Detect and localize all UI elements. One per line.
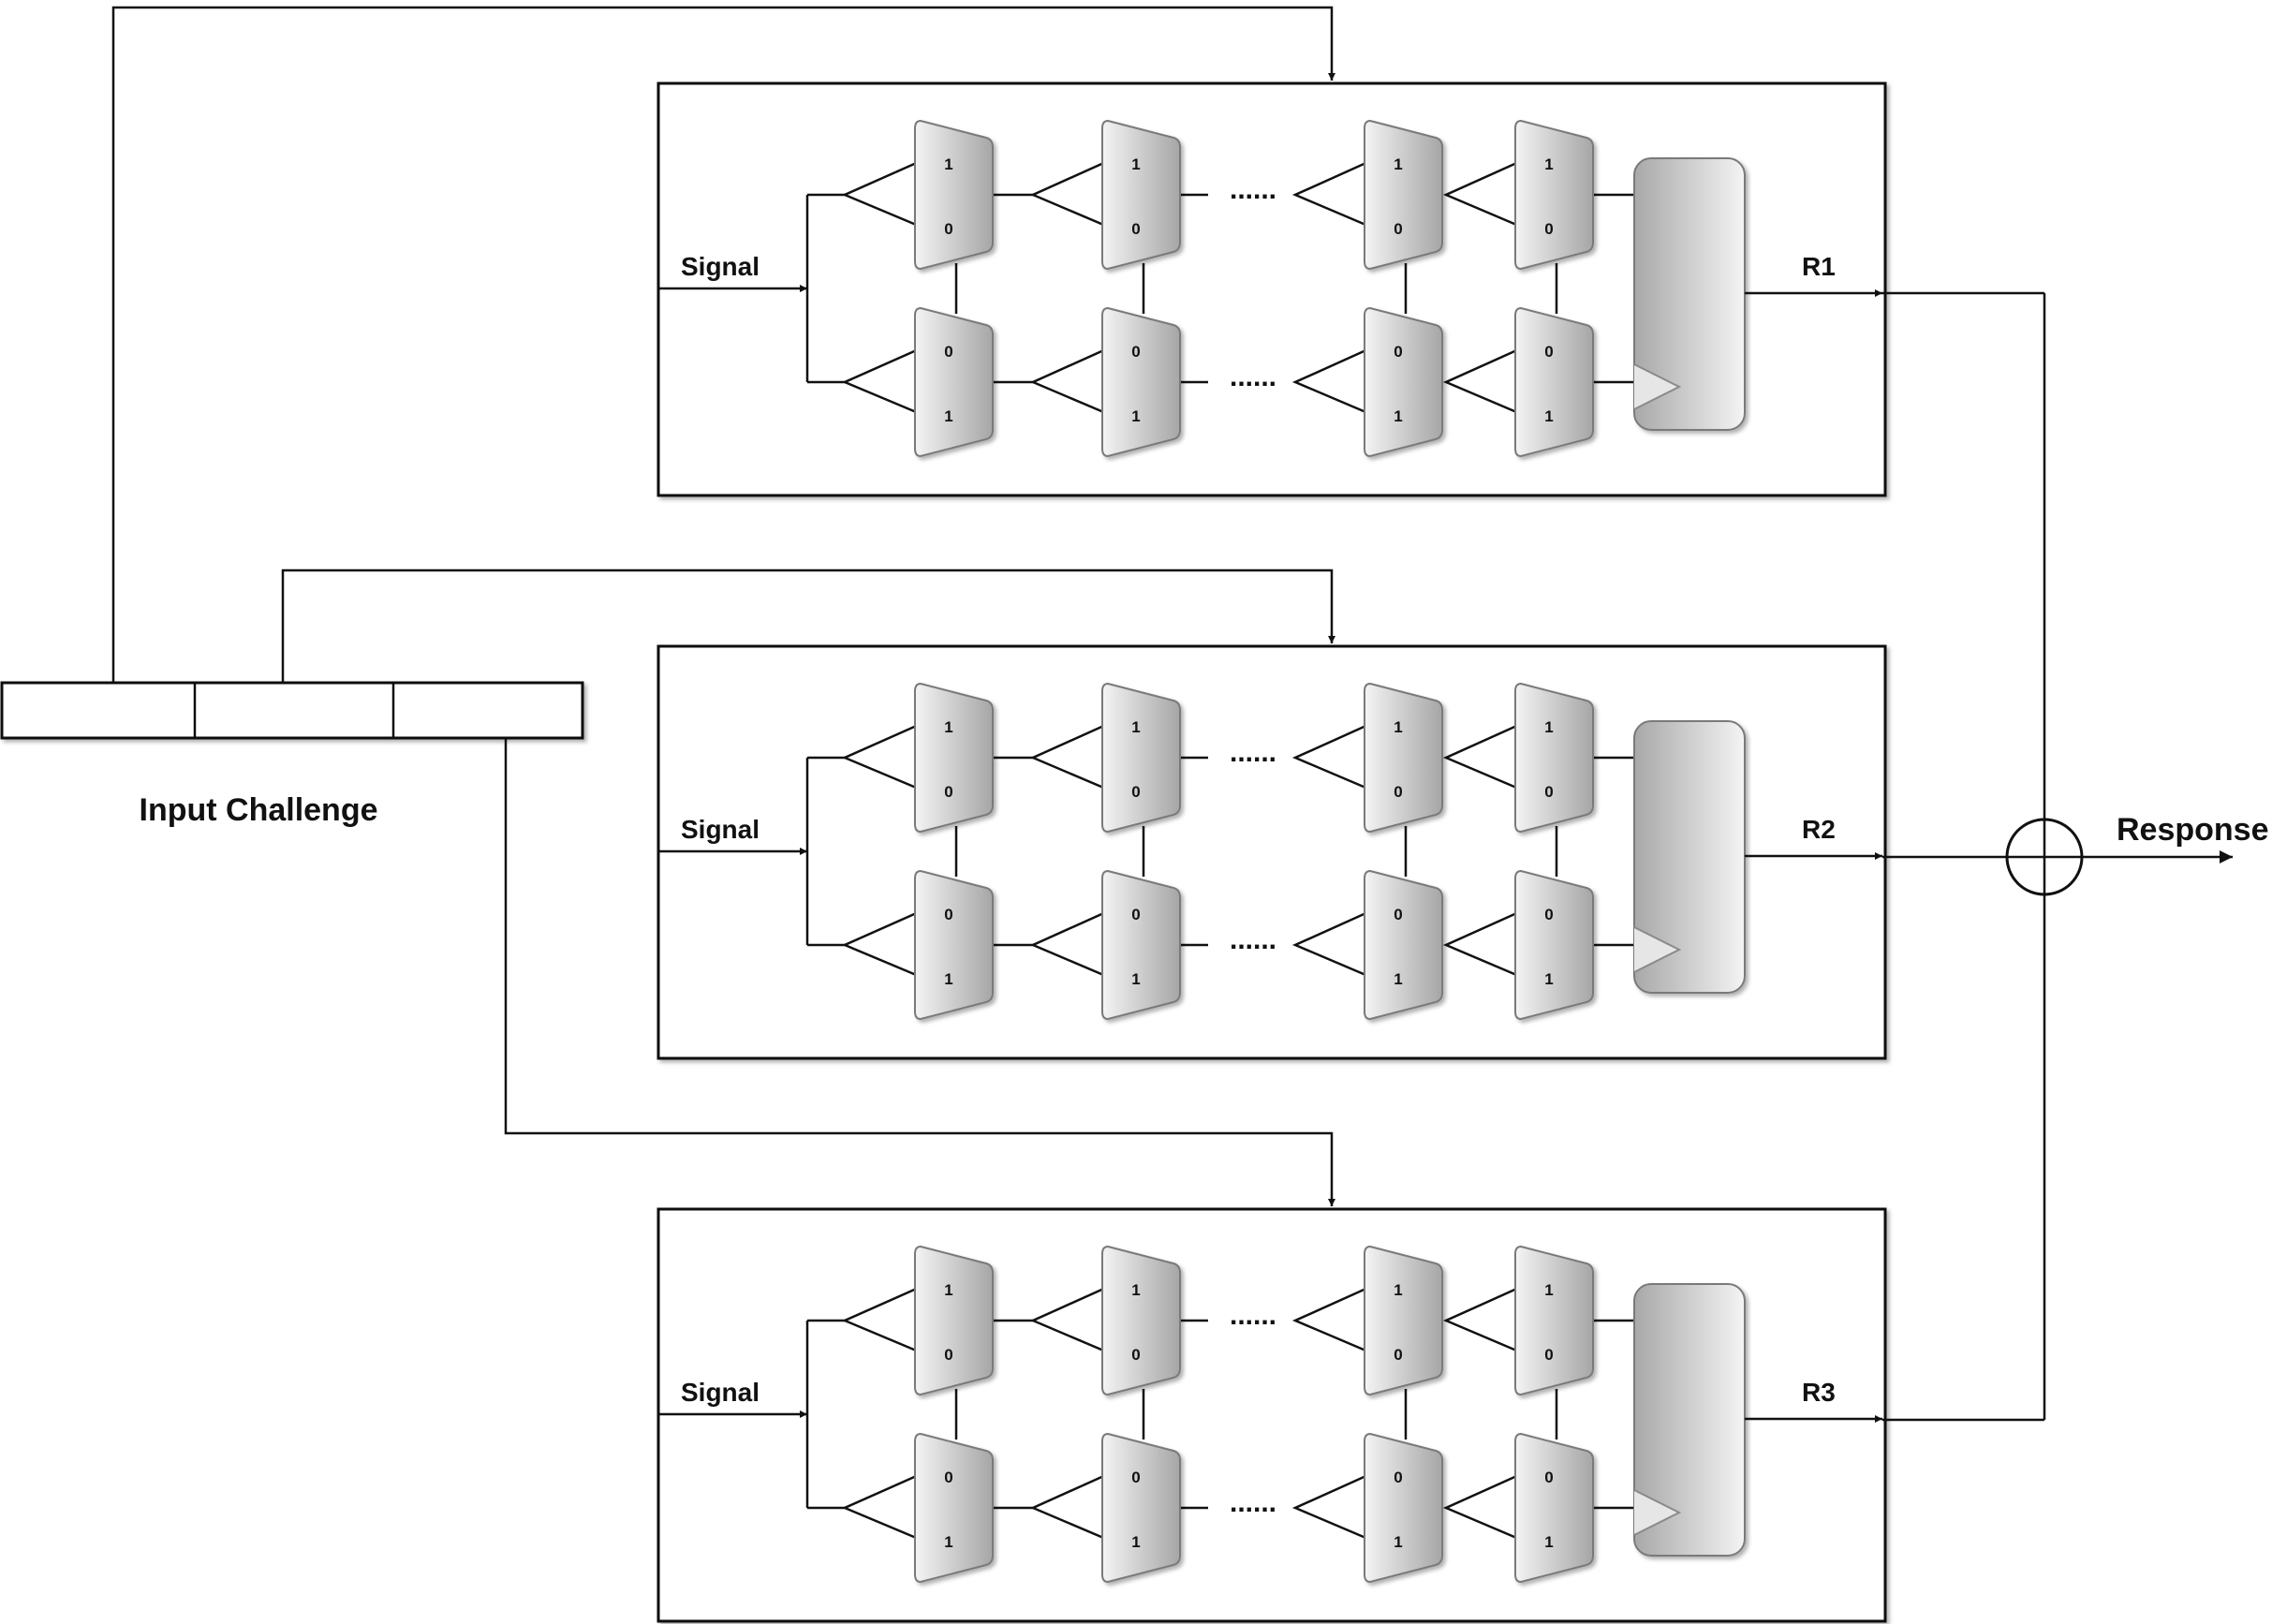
mux-top-2: 10 xyxy=(1101,119,1181,271)
mux-top-1: 10 xyxy=(914,1245,994,1396)
mux-top-3-bit-upper: 1 xyxy=(1394,718,1402,736)
mux-top-4: 10 xyxy=(1514,682,1594,834)
mux-bottom-3: 01 xyxy=(1364,306,1443,458)
mux-bottom-2-bit-upper: 0 xyxy=(1131,906,1140,923)
chain-ellipsis: ...... xyxy=(1230,1300,1276,1331)
arbiter-flipflop xyxy=(1633,1283,1746,1557)
mux-top-4-bit-lower: 0 xyxy=(1544,220,1553,238)
output-label: R3 xyxy=(1802,1378,1836,1407)
mux-bottom-4: 01 xyxy=(1514,1432,1594,1584)
mux-bottom-2: 01 xyxy=(1101,306,1181,458)
chain-ellipsis: ...... xyxy=(1230,924,1276,955)
mux-top-2-bit-upper: 1 xyxy=(1131,1281,1140,1299)
mux-bottom-3-bit-lower: 1 xyxy=(1394,407,1402,425)
mux-bottom-1-bit-lower: 1 xyxy=(944,1533,952,1551)
mux-top-1: 10 xyxy=(914,119,994,271)
output-label: R1 xyxy=(1802,252,1836,281)
mux-top-3-bit-upper: 1 xyxy=(1394,155,1402,173)
output-label: R2 xyxy=(1802,815,1836,844)
mux-top-4-bit-upper: 1 xyxy=(1544,155,1553,173)
mux-bottom-1-bit-lower: 1 xyxy=(944,970,952,988)
mux-bottom-1-bit-upper: 0 xyxy=(944,1469,952,1486)
mux-top-3-bit-lower: 0 xyxy=(1394,1346,1402,1364)
mux-top-4-bit-upper: 1 xyxy=(1544,1281,1553,1299)
mux-top-1-bit-lower: 0 xyxy=(944,220,952,238)
mux-top-3-bit-lower: 0 xyxy=(1394,783,1402,801)
mux-bottom-3-bit-upper: 0 xyxy=(1394,906,1402,923)
mux-bottom-1-bit-lower: 1 xyxy=(944,407,952,425)
mux-bottom-1-bit-upper: 0 xyxy=(944,343,952,361)
mux-bottom-3-bit-lower: 1 xyxy=(1394,970,1402,988)
puf-blocks: Signal............1001100110011001R1Sign… xyxy=(657,81,1887,1623)
mux-top-1: 10 xyxy=(914,682,994,834)
mux-bottom-4-bit-lower: 1 xyxy=(1544,1533,1553,1551)
mux-bottom-3-bit-lower: 1 xyxy=(1394,1533,1402,1551)
mux-bottom-4: 01 xyxy=(1514,869,1594,1021)
challenge-wires xyxy=(111,6,1335,1206)
mux-bottom-3: 01 xyxy=(1364,1432,1443,1584)
mux-top-1-bit-upper: 1 xyxy=(944,718,952,736)
mux-bottom-2-bit-lower: 1 xyxy=(1131,970,1140,988)
mux-top-1-bit-upper: 1 xyxy=(944,155,952,173)
chain-ellipsis: ...... xyxy=(1230,1487,1276,1518)
input-challenge-register xyxy=(0,681,584,740)
mux-top-2-bit-lower: 0 xyxy=(1131,783,1140,801)
signal-label: Signal xyxy=(681,1378,760,1407)
mux-bottom-4-bit-upper: 0 xyxy=(1544,343,1553,361)
mux-bottom-4: 01 xyxy=(1514,306,1594,458)
signal-label: Signal xyxy=(681,252,760,281)
mux-top-4-bit-lower: 0 xyxy=(1544,783,1553,801)
mux-bottom-1: 01 xyxy=(914,1432,994,1584)
mux-bottom-2-bit-lower: 1 xyxy=(1131,1533,1140,1551)
mux-bottom-4-bit-lower: 1 xyxy=(1544,407,1553,425)
mux-bottom-4-bit-upper: 0 xyxy=(1544,1469,1553,1486)
mux-top-2-bit-upper: 1 xyxy=(1131,718,1140,736)
arbiter-flipflop xyxy=(1633,720,1746,994)
chain-ellipsis: ...... xyxy=(1230,174,1276,205)
mux-bottom-3: 01 xyxy=(1364,869,1443,1021)
arbiter-flipflop xyxy=(1633,157,1746,431)
mux-top-4: 10 xyxy=(1514,1245,1594,1396)
mux-bottom-1-bit-upper: 0 xyxy=(944,906,952,923)
mux-bottom-2: 01 xyxy=(1101,1432,1181,1584)
signal-label: Signal xyxy=(681,815,760,844)
mux-bottom-1: 01 xyxy=(914,306,994,458)
mux-top-3-bit-upper: 1 xyxy=(1394,1281,1402,1299)
mux-top-1-bit-lower: 0 xyxy=(944,1346,952,1364)
mux-top-3: 10 xyxy=(1364,1245,1443,1396)
mux-bottom-2: 01 xyxy=(1101,869,1181,1021)
mux-bottom-2-bit-lower: 1 xyxy=(1131,407,1140,425)
chain-ellipsis: ...... xyxy=(1230,737,1276,768)
mux-bottom-3-bit-upper: 0 xyxy=(1394,1469,1402,1486)
mux-top-4-bit-lower: 0 xyxy=(1544,1346,1553,1364)
mux-top-2: 10 xyxy=(1101,682,1181,834)
mux-top-4: 10 xyxy=(1514,119,1594,271)
mux-top-4-bit-upper: 1 xyxy=(1544,718,1553,736)
mux-top-2-bit-upper: 1 xyxy=(1131,155,1140,173)
chain-ellipsis: ...... xyxy=(1230,362,1276,392)
mux-bottom-2-bit-upper: 0 xyxy=(1131,1469,1140,1486)
mux-bottom-1: 01 xyxy=(914,869,994,1021)
mux-top-1-bit-upper: 1 xyxy=(944,1281,952,1299)
mux-top-2-bit-lower: 0 xyxy=(1131,1346,1140,1364)
mux-bottom-3-bit-upper: 0 xyxy=(1394,343,1402,361)
mux-top-3: 10 xyxy=(1364,682,1443,834)
mux-bottom-2-bit-upper: 0 xyxy=(1131,343,1140,361)
mux-top-2-bit-lower: 0 xyxy=(1131,220,1140,238)
mux-top-3: 10 xyxy=(1364,119,1443,271)
mux-bottom-4-bit-lower: 1 xyxy=(1544,970,1553,988)
mux-bottom-4-bit-upper: 0 xyxy=(1544,906,1553,923)
mux-top-3-bit-lower: 0 xyxy=(1394,220,1402,238)
mux-top-2: 10 xyxy=(1101,1245,1181,1396)
xor-gate xyxy=(2005,818,2084,896)
response-label: Response xyxy=(2117,812,2269,848)
input-challenge-label: Input Challenge xyxy=(140,792,378,828)
mux-top-1-bit-lower: 0 xyxy=(944,783,952,801)
